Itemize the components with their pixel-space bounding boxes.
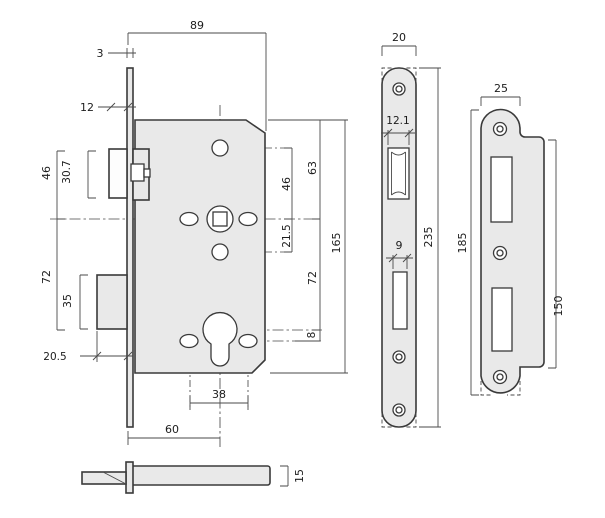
dim-top-to-spindle: 63 [306, 161, 319, 175]
lock-case-view: 89 3 12 46 72 30.7 35 20.5 38 [40, 19, 348, 447]
cylinder-left-screw-hole [179, 333, 199, 349]
latch-top-view [81, 471, 127, 485]
strike-dimensions: 25 185 150 [456, 82, 565, 396]
latch-cutout [387, 147, 410, 200]
dim-backset: 60 [165, 423, 179, 436]
dim-strike-length: 185 [456, 233, 469, 254]
dim-case-height: 165 [330, 233, 343, 254]
deadbolt [96, 274, 128, 330]
dim-faceplate-length: 235 [422, 227, 435, 248]
latch-follower-tab [143, 168, 151, 178]
latch-follower [130, 163, 145, 182]
dim-cylinder-to-screw-line: 8 [306, 332, 318, 339]
strike-latch-opening [490, 156, 513, 223]
dim-depth: 89 [190, 19, 204, 32]
dim-latch-cutout-width: 12.1 [386, 115, 409, 127]
dim-case-thickness: 15 [293, 469, 306, 483]
cylinder-right-screw-hole [238, 333, 258, 349]
top-fixing-hole [211, 139, 229, 157]
dim-spindle-to-small-hole: 21.5 [281, 224, 293, 247]
strike-bottom-screw-hole-inner [496, 373, 504, 381]
dim-lower-span: 72 [40, 270, 53, 284]
lock-case-dimensions: 89 3 12 46 72 30.7 35 20.5 38 [40, 19, 348, 445]
strike-square-corner-option [480, 381, 521, 396]
dim-deadbolt-throw: 20.5 [43, 351, 66, 363]
faceplate-edge-view [126, 67, 134, 428]
deadbolt-cutout [392, 271, 408, 330]
dim-spindle-to-cylinder: 72 [306, 271, 319, 285]
dim-upper-span: 46 [40, 166, 53, 180]
spindle-right-screw-hole [238, 211, 258, 227]
latch-bolt [108, 148, 128, 199]
lock-case-outline [134, 119, 266, 374]
dim-spindle-to-top-hole: 46 [280, 177, 293, 191]
latch-face-curves [391, 151, 406, 196]
euro-cylinder-hole [202, 311, 238, 367]
dim-latch-throw: 12 [80, 101, 94, 114]
faceplate-mid-screw-hole-inner [395, 353, 403, 361]
dim-faceplate-width: 20 [392, 31, 406, 44]
spindle-left-screw-hole [179, 211, 199, 227]
faceplate-dimensions: 20 12.1 9 235 [381, 31, 441, 428]
strike-plate-view: 25 185 150 [456, 82, 565, 396]
dim-latch-height: 30.7 [61, 160, 73, 183]
faceplate-top-view [125, 461, 134, 494]
faceplate-bottom-screw-hole-inner [395, 406, 403, 414]
dim-deadbolt-height: 35 [61, 294, 74, 308]
faceplate-square-corner-option [381, 67, 417, 428]
dim-deadbolt-cutout-width: 9 [396, 239, 403, 252]
latch-bevel-line [102, 471, 127, 485]
dim-plate-thickness: 3 [97, 47, 104, 60]
strike-deadbolt-opening [491, 287, 513, 352]
faceplate-top-screw-hole-inner [395, 85, 403, 93]
case-top-view [129, 465, 271, 486]
top-view: 15 [81, 461, 306, 494]
dim-strike-width: 25 [494, 82, 508, 95]
small-fixing-hole [211, 243, 229, 261]
dim-strike-lip-length: 150 [552, 296, 565, 317]
strike-mid-screw-hole-inner [496, 249, 504, 257]
spindle-square-hole [212, 211, 228, 227]
faceplate-view: 20 12.1 9 235 [381, 31, 441, 428]
strike-top-screw-hole-inner [496, 125, 504, 133]
dim-screw-spacing: 38 [212, 388, 226, 401]
